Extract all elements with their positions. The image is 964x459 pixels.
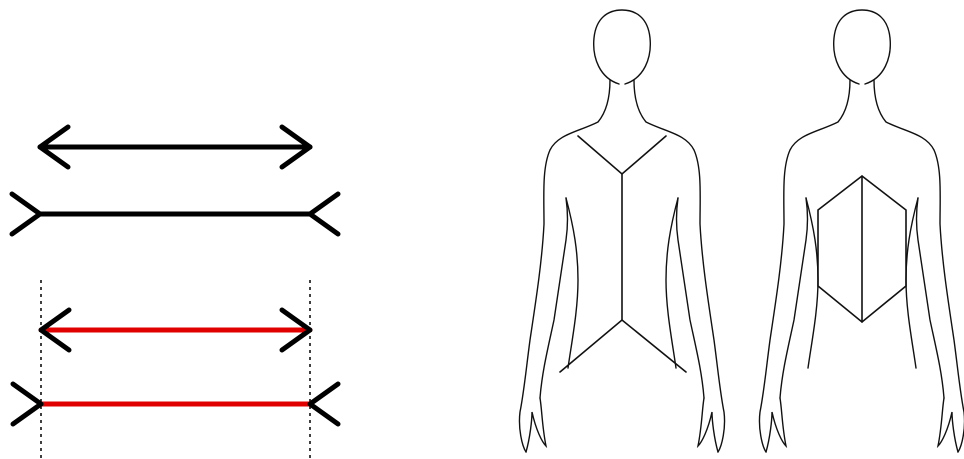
inward-fins-measured	[38, 307, 313, 353]
arrows-panel	[9, 124, 341, 459]
figure-diamond	[758, 9, 964, 453]
torso-lines-diamond	[817, 174, 907, 324]
inward-fins-line	[37, 124, 313, 170]
figure-inverted-v	[518, 9, 726, 453]
outward-fins-line	[9, 191, 341, 237]
outward-fins-measured	[10, 381, 341, 427]
torso-lines-inverted-v	[559, 135, 687, 373]
dotted-guides	[40, 280, 311, 459]
